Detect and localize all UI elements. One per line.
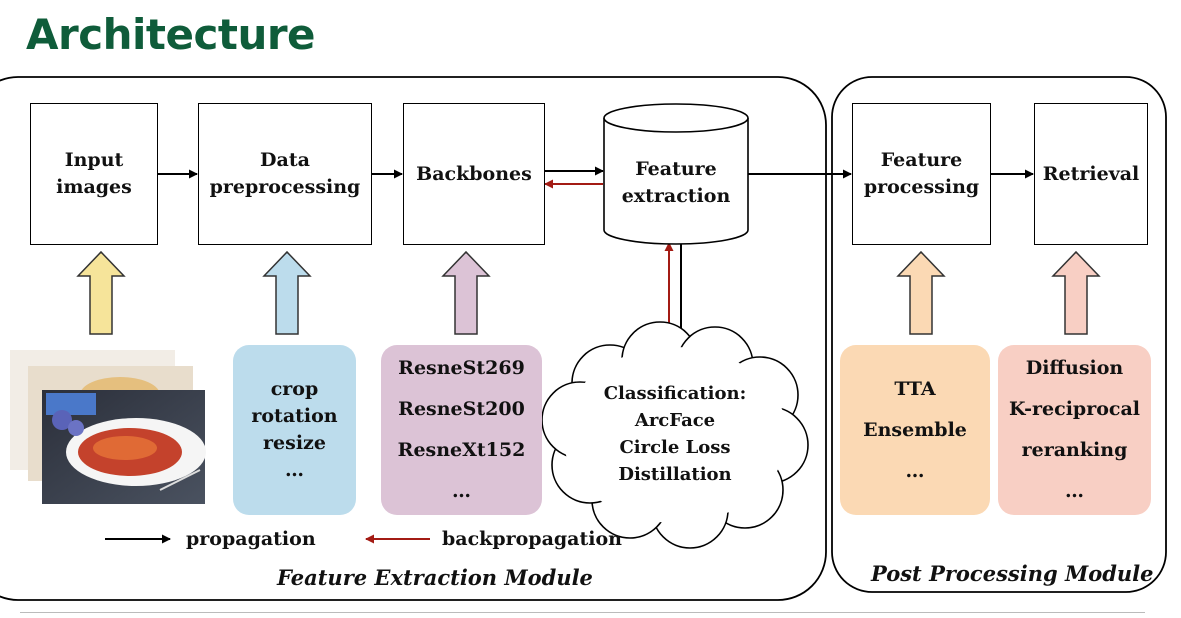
backbone-option-more: … bbox=[452, 480, 471, 502]
tta-option-ensemble: Ensemble bbox=[863, 418, 967, 441]
feature-processing-label-2: processing bbox=[863, 176, 980, 198]
input-images-box: Input images bbox=[30, 103, 158, 245]
block-arrow-rerank bbox=[1051, 250, 1101, 335]
backbone-option-resnext152: ResneXt152 bbox=[397, 439, 526, 461]
post-processing-module-label: Post Processing Module bbox=[871, 561, 1154, 586]
block-arrow-backbones bbox=[441, 250, 491, 335]
feature-extraction-label-1: Feature bbox=[635, 158, 717, 180]
preprocess-option-rotation: rotation bbox=[251, 405, 338, 427]
rerank-option-k-reciprocal: K-reciprocal bbox=[1009, 398, 1140, 420]
feature-extraction-cylinder bbox=[603, 103, 749, 245]
preprocess-options-card: crop rotation resize … bbox=[233, 345, 356, 515]
rerank-option-reranking: reranking bbox=[1021, 439, 1128, 461]
feature-extraction-module bbox=[0, 76, 827, 601]
rerank-option-more: … bbox=[1065, 480, 1084, 502]
block-arrow-tta bbox=[896, 250, 946, 335]
data-preprocessing-box: Data preprocessing bbox=[198, 103, 372, 245]
preprocess-option-crop: crop bbox=[270, 378, 319, 400]
feature-extraction-label-2: extraction bbox=[621, 185, 731, 207]
food-photo-icon bbox=[10, 350, 206, 504]
tta-option-tta: TTA bbox=[894, 377, 936, 400]
retrieval-label: Retrieval bbox=[1042, 162, 1140, 185]
cloud-fill bbox=[563, 347, 787, 523]
cloud-line-classification: Classification: bbox=[603, 383, 747, 404]
cloud-line-distillation: Distillation bbox=[618, 464, 732, 485]
input-label-2: images bbox=[56, 176, 132, 198]
classification-text: Classification: ArcFace Circle Loss Dist… bbox=[590, 380, 760, 488]
retrieval-box: Retrieval bbox=[1034, 103, 1148, 245]
slide-title: Architecture bbox=[26, 10, 316, 59]
backbones-box: Backbones bbox=[403, 103, 545, 245]
block-arrow-preprocess bbox=[262, 250, 312, 335]
backbones-label: Backbones bbox=[416, 162, 532, 185]
feature-extraction-label: Feature extraction bbox=[604, 156, 748, 210]
preprocess-option-more: … bbox=[285, 459, 304, 481]
preprocess-label-1: Data bbox=[260, 149, 310, 171]
backbone-options-card: ResneSt269 ResneSt200 ResneXt152 … bbox=[381, 345, 542, 515]
feature-processing-box: Feature processing bbox=[852, 103, 991, 245]
tta-options-card: TTA Ensemble … bbox=[840, 345, 990, 515]
input-label-1: Input bbox=[64, 149, 124, 171]
backbone-option-resnest200: ResneSt200 bbox=[398, 398, 525, 420]
preprocess-option-resize: resize bbox=[263, 432, 326, 454]
rerank-option-diffusion: Diffusion bbox=[1025, 357, 1124, 379]
rerank-options-card: Diffusion K-reciprocal reranking … bbox=[998, 345, 1151, 515]
post-processing-module bbox=[831, 76, 1167, 593]
feature-extraction-module-label: Feature Extraction Module bbox=[277, 565, 593, 590]
legend-propagation-label: propagation bbox=[186, 528, 316, 550]
block-arrow-input bbox=[76, 250, 126, 335]
tta-option-more: … bbox=[905, 459, 925, 482]
footer-divider bbox=[20, 612, 1145, 613]
cloud-line-circle-loss: Circle Loss bbox=[619, 437, 731, 458]
preprocess-label-2: preprocessing bbox=[209, 176, 361, 198]
backbone-option-resnest269: ResneSt269 bbox=[398, 357, 525, 379]
feature-processing-label-1: Feature bbox=[880, 149, 963, 171]
cloud-line-arcface: ArcFace bbox=[634, 410, 716, 431]
legend-backprop-label: backpropagation bbox=[442, 528, 622, 550]
